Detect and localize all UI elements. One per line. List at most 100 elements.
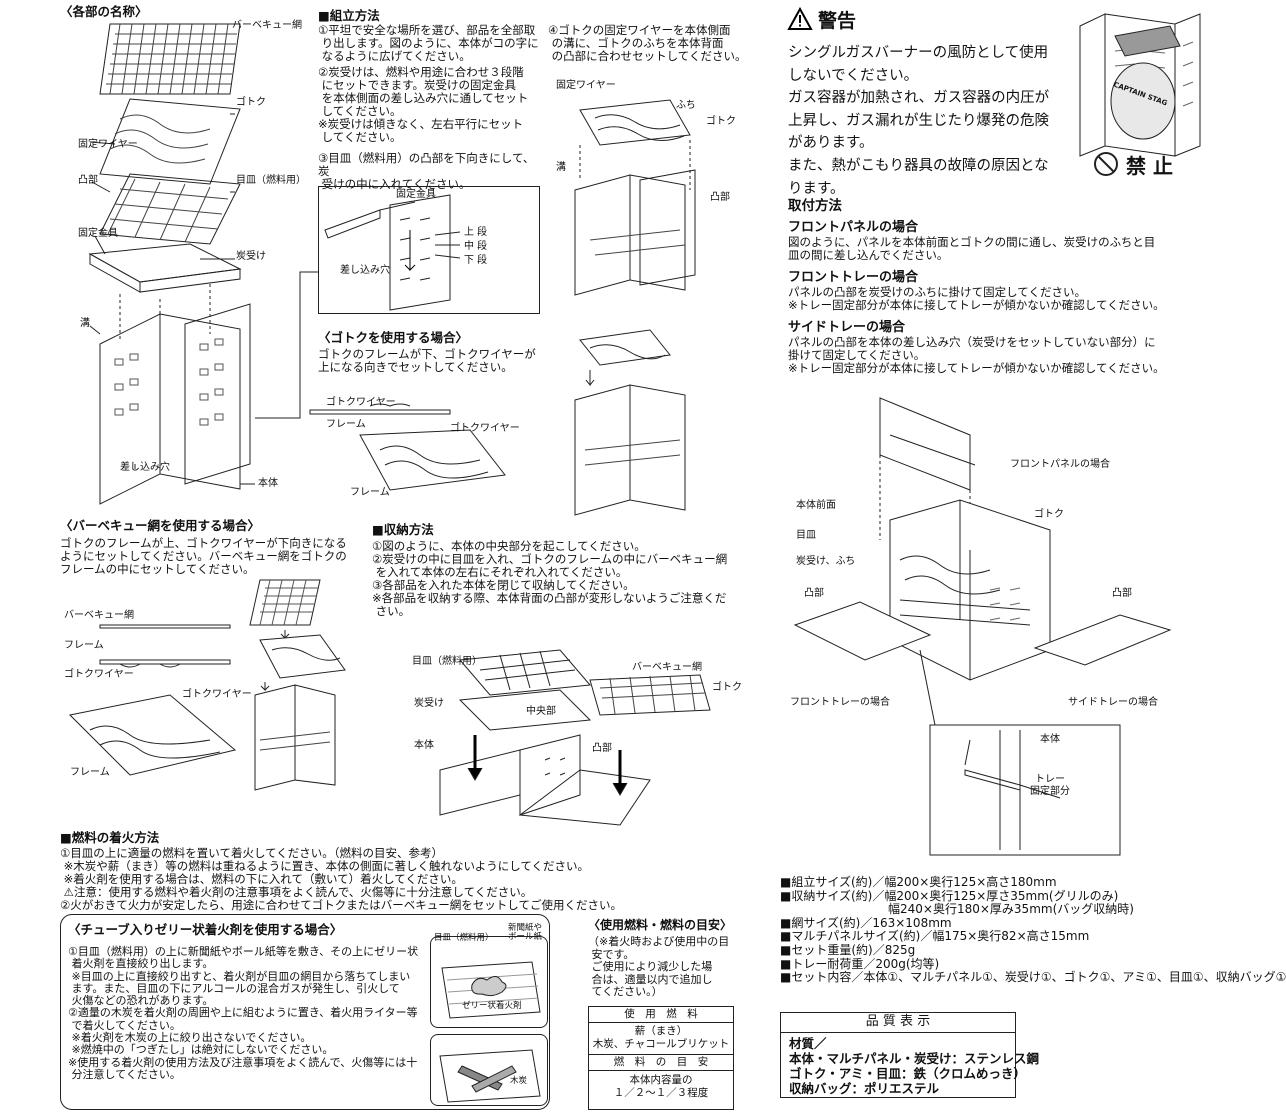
assembly-step-2: ②炭受けは、燃料や用途に合わせ３段階 にセットできます。炭受けの固定金具 を本体…	[318, 65, 529, 144]
step4-label-fixing-wire: 固定ワイヤー	[556, 80, 616, 91]
gel-label-gel: ゼリー状着火剤	[462, 1001, 522, 1011]
spec-assembled-size: ■組立サイズ(約)／幅200×奥行125×高さ180mm	[780, 875, 1057, 889]
label-bbq-net: バーベキュー網	[232, 20, 302, 31]
storage-label-center: 中央部	[526, 706, 556, 717]
mount-label-body: 本体	[1040, 734, 1060, 745]
bbq-label-frame: フレーム	[64, 640, 104, 651]
storage-label-gotoku: ゴトク	[712, 682, 742, 693]
gel-box	[60, 914, 550, 1110]
mounting-front-tray-text: パネルの凸部を炭受けのふちに掛けて固定してください。 ※トレー固定部分が本体に接…	[788, 285, 1165, 312]
spec-net-size: ■網サイズ(約)／163×108mm	[780, 915, 952, 930]
connector-line	[250, 270, 330, 430]
gotoku-use-text: ゴトクのフレームが下、ゴトクワイヤーが 上になる向きでセットしてください。	[318, 347, 536, 374]
parts-exploded-illustration	[60, 14, 300, 504]
storage-label-grate: 目皿（燃料用）	[412, 656, 482, 667]
fuel-table-cell-2: 本体内容量の １／２〜１／３程度	[613, 1074, 709, 1099]
label-gotoku: ゴトク	[236, 97, 266, 108]
gel-label-charcoal: 木炭	[510, 1076, 528, 1086]
prohibited-icon	[1093, 151, 1119, 177]
prohibited-label: 禁 止	[1126, 154, 1173, 178]
slot-detail-box	[318, 186, 540, 314]
mounting-front-panel-title: フロントパネルの場合	[788, 220, 919, 235]
gel-figure-1	[430, 936, 548, 1028]
spec-storage-size-bag: 幅240×奥行180×厚み35mm(バッグ収納時)	[780, 902, 1134, 917]
bbq-net-illustration	[60, 570, 380, 800]
assembly-step-1: ①平坦で安全な場所を選び、部品を全部取 り出します。図のように、本体がコの字に …	[318, 23, 539, 63]
label-bracket: 固定金具	[78, 228, 118, 239]
label-body: 本体	[258, 478, 278, 489]
label-ash-tray: 炭受け	[236, 251, 266, 262]
assembly-step-3: ③目皿（燃料用）の凸部を下向きにして、炭 受けの中に入れてください。	[318, 151, 535, 191]
fuel-table-cell-1: 薪（まき） 木炭、チャコールブリケット	[589, 1023, 733, 1055]
detail-label-upper: 上 段	[464, 227, 488, 238]
assembly-step-4: ④ゴトクの固定ワイヤーを本体側面 の溝に、ゴトクのふちを本体背面 の凸部に合わせ…	[548, 23, 747, 63]
gotoku-label-wire: ゴトクワイヤー	[326, 397, 396, 408]
bbq-label-gotoku-wire: ゴトクワイヤー	[64, 669, 134, 680]
mounting-illustration	[790, 390, 1180, 860]
mounting-front-panel-text: 図のように、パネルを本体前面とゴトクの間に通し、炭受けのふちと目 皿の間に差し込…	[788, 235, 1156, 262]
gel-label-grate: 目皿（燃料用）	[434, 933, 494, 943]
gel-figure-1-illustration	[432, 940, 546, 1026]
step4-label-rim: ふち	[676, 100, 696, 111]
warning-icon	[788, 8, 812, 30]
ignition-text: ①目皿の上に適量の燃料を置いて着火してください。（燃料の目安、参考） ※木炭や薪…	[60, 846, 622, 912]
storage-illustration	[410, 640, 740, 830]
storage-label-bbq-net: バーベキュー網	[632, 662, 702, 673]
storage-label-boss: 凸部	[592, 743, 612, 754]
detail-label-bracket: 固定金具	[396, 189, 436, 200]
label-slot: 差し込み穴	[120, 462, 170, 473]
quality-line-body: 本体・マルチパネル・炭受け：ステンレス鋼	[789, 1051, 1040, 1066]
gel-label-paper: 新聞紙や ボール紙	[508, 923, 543, 942]
fuel-heading: 〈使用燃料・燃料の目安〉	[588, 918, 733, 932]
parts-heading: 〈各部の名称〉	[60, 4, 148, 19]
spec-storage-size: ■収納サイズ(約)／幅200×奥行125×厚さ35mm(グリルのみ)	[780, 888, 1119, 903]
bbq-use-heading: 〈バーベキュー網を使用する場合〉	[60, 518, 261, 533]
mount-label-side-tray: サイドトレーの場合	[1068, 697, 1158, 708]
spec-panel-size: ■マルチパネルサイズ(約)／幅175×奥行82×高さ15mm	[780, 929, 1090, 944]
detail-label-middle: 中 段	[464, 241, 488, 252]
mounting-side-tray-text: パネルの凸部を本体の差し込み穴（炭受けをセットしていない部分）に 掛けて固定して…	[788, 335, 1165, 375]
gel-heading: 〈チューブ入りゼリー状着火剤を使用する場合〉	[68, 922, 343, 937]
quality-line-bag: 収納バッグ：ポリエステル	[789, 1081, 940, 1096]
quality-line-material: 材質／	[789, 1036, 827, 1051]
mount-label-boss-left: 凸部	[804, 588, 824, 599]
gel-figure-2-illustration	[432, 1036, 546, 1104]
specs-list: ■組立サイズ(約)／幅200×奥行125×高さ180mm ■収納サイズ(約)／幅…	[780, 875, 1286, 985]
fuel-table: 使 用 燃 料 薪（まき） 木炭、チャコールブリケット 燃 料 の 目 安 本体…	[588, 1006, 734, 1110]
mounting-side-tray-title: サイドトレーの場合	[788, 320, 906, 335]
warning-title: 警告	[818, 10, 857, 32]
step4-label-gotoku: ゴトク	[706, 116, 736, 127]
label-grate: 目皿（燃料用）	[236, 175, 306, 186]
gotoku-label-wire2: ゴトクワイヤー	[450, 423, 520, 434]
mount-label-front-tray: フロントトレーの場合	[790, 697, 890, 708]
fuel-note: （※着火時および使用中の目 安です。 ご使用により減少した場 合は、適量以内で追…	[588, 935, 730, 998]
slot-detail-illustration	[320, 190, 540, 312]
gotoku-label-frame2: フレーム	[350, 487, 390, 498]
gotoku-label-frame: フレーム	[326, 419, 366, 430]
mounting-front-tray-title: フロントトレーの場合	[788, 270, 919, 285]
fuel-table-header-2: 燃 料 の 目 安	[589, 1055, 733, 1071]
mount-label-tray-fix: トレー 固定部分	[1030, 774, 1070, 797]
fuel-table-header-1: 使 用 燃 料	[589, 1007, 733, 1023]
mounting-heading: 取付方法	[788, 198, 842, 214]
spec-weight: ■セット重量(約)／825g	[780, 942, 916, 957]
step4-label-boss: 凸部	[710, 192, 730, 203]
gotoku-orientation-illustration	[310, 390, 550, 510]
quality-box: 品 質 表 示 材質／ 本体・マルチパネル・炭受け：ステンレス鋼 ゴトク・アミ・…	[780, 1012, 1040, 1098]
gel-text: ①目皿（燃料用）の上に新聞紙やボール紙等を敷き、その上にゼリー状 着火剤を直接絞…	[68, 945, 419, 1081]
spec-tray-load: ■トレー耐荷重／200g(均等)	[780, 956, 940, 971]
quality-line-gotoku: ゴトク・アミ・目皿：鉄（クロムめっき）	[789, 1066, 1027, 1081]
burner-illustration	[1075, 6, 1205, 166]
bbq-label-frame2: フレーム	[70, 767, 110, 778]
gotoku-use-heading: 〈ゴトクを使用する場合〉	[318, 330, 469, 345]
quality-title: 品 質 表 示	[781, 1013, 1015, 1033]
gel-figure-2	[430, 1034, 548, 1106]
gotoku-setting-illustration	[560, 80, 760, 520]
label-boss: 凸部	[78, 175, 98, 186]
ignition-heading: ■燃料の着火方法	[60, 830, 160, 845]
label-fixing-wire: 固定ワイヤー	[78, 139, 138, 150]
mount-label-grate: 目皿	[796, 530, 816, 541]
assembly-heading: ■組立方法	[318, 8, 380, 23]
storage-label-body: 本体	[414, 740, 434, 751]
spec-contents: ■セット内容／本体①、マルチパネル①、炭受け①、ゴトク①、アミ①、目皿①、収納バ…	[780, 970, 1286, 985]
